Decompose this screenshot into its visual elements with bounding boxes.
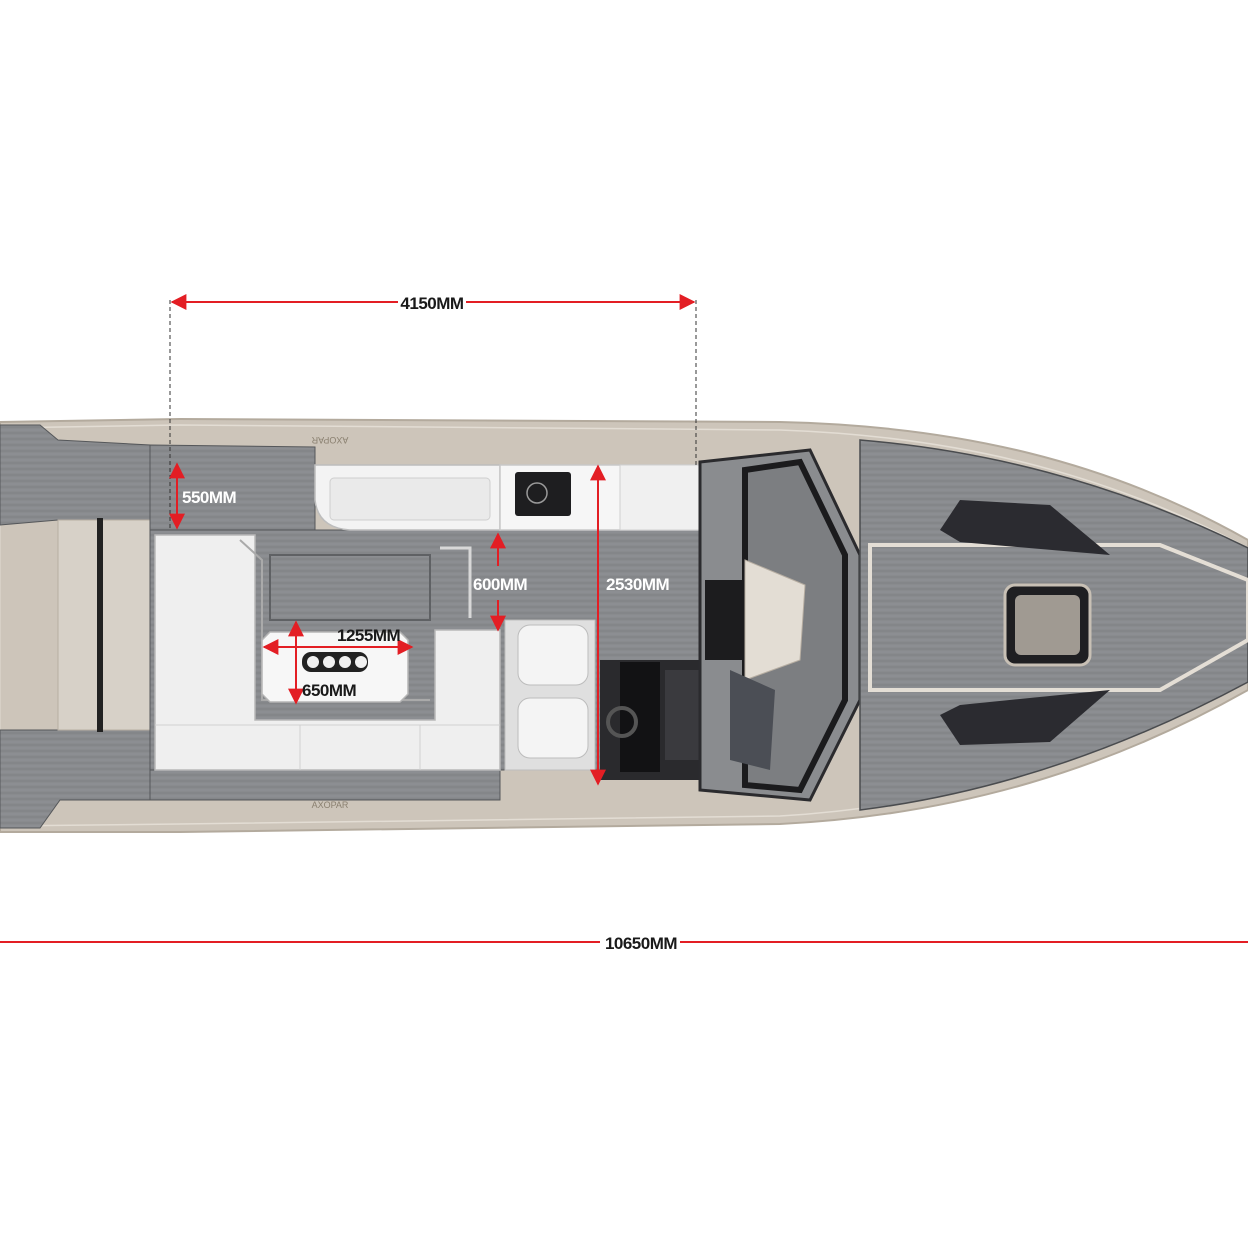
dimension-walkway: 600MM [473,532,528,632]
helm-seats [504,619,596,771]
label-table-length: 1255MM [337,626,400,645]
steering-wheel-icon [606,706,638,738]
label-table-width: 650MM [302,681,357,700]
dimension-overall-length: 10650MM [0,934,1248,953]
companionway-hatch [705,580,745,660]
cooktop [515,472,571,516]
hull-mark-bottom: AXOPAR [312,800,349,810]
label-cockpit-length: 4150MM [400,294,463,313]
galley [499,464,701,531]
dimension-cockpit-length: 4150MM [170,294,696,313]
helm-seat-right [517,697,589,759]
burner-icon [526,482,548,504]
label-side-deck: 550MM [182,488,237,507]
dimension-side-deck: 550MM [169,462,237,530]
swim-platform [0,424,151,829]
helm-dash [620,662,660,772]
hull-branding: AXOPAR AXOPAR [311,435,349,810]
label-walkway: 600MM [473,575,528,594]
windshield [698,448,862,802]
foredeck [859,439,1248,811]
aft-galley-counter [314,464,501,531]
label-overall-length: 10650MM [605,934,677,953]
dimension-table: 1255MM 650MM [262,620,414,705]
hull-mark-top: AXOPAR [311,435,348,445]
label-beam: 2530MM [606,575,669,594]
helm-seat-left [517,624,589,686]
hull-window-bottom [940,690,1110,745]
hull-window-top [940,500,1110,555]
dimension-beam: 2530MM [590,464,670,786]
